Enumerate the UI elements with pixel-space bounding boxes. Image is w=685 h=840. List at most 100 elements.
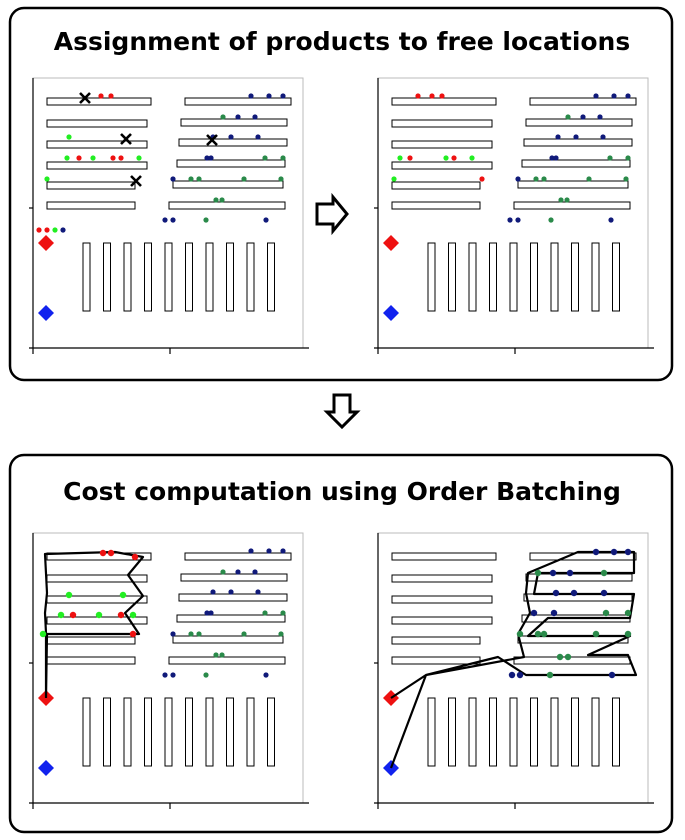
shelf-right <box>176 614 286 623</box>
product-dot <box>507 217 513 223</box>
product-dot <box>625 155 631 161</box>
plot-before-reassignment <box>29 77 309 354</box>
aisle-rack <box>123 242 132 312</box>
product-dot <box>608 217 614 223</box>
aisle-rack <box>267 697 275 767</box>
shelf-left <box>391 595 493 604</box>
product-dot <box>95 611 103 619</box>
product-dot <box>162 672 168 678</box>
product-dot <box>550 609 558 617</box>
shelf-left <box>46 201 136 210</box>
product-dot <box>515 217 521 223</box>
product-dot <box>443 155 449 161</box>
shelf-left <box>391 119 493 128</box>
product-dot <box>44 227 50 233</box>
product-dot <box>593 93 599 99</box>
product-dot <box>248 548 254 554</box>
aisle-rack <box>205 697 214 767</box>
product-dot <box>580 114 586 120</box>
shelf-right <box>168 656 286 665</box>
plot-route-order-2 <box>374 532 654 809</box>
product-dot <box>607 155 613 161</box>
aisle-rack <box>550 697 559 767</box>
hollow-right-arrow-icon <box>315 192 349 236</box>
aisle-rack <box>123 697 132 767</box>
aisle-rack <box>144 697 152 767</box>
product-dot <box>64 155 70 161</box>
product-dot <box>170 176 176 182</box>
product-dot <box>129 630 137 638</box>
product-dot <box>278 631 284 637</box>
red-diamond-icon <box>38 235 54 251</box>
shelf-right <box>523 138 633 147</box>
product-dot <box>534 569 542 577</box>
blue-diamond-icon <box>38 760 54 776</box>
shelf-right <box>172 180 284 189</box>
shelf-left <box>391 656 481 665</box>
product-dot <box>600 134 606 140</box>
product-dot <box>255 134 261 140</box>
shelf-right <box>184 97 292 106</box>
product-dot <box>219 197 225 203</box>
product-dot <box>204 155 210 161</box>
product-dot <box>60 227 66 233</box>
product-dot <box>241 631 247 637</box>
aisle-rack <box>571 697 579 767</box>
product-dot <box>98 93 104 99</box>
aisle-rack <box>612 697 620 767</box>
x-mark-icon <box>130 175 142 187</box>
aisle-rack <box>509 242 518 312</box>
product-dot <box>407 155 413 161</box>
aisle-rack <box>550 242 559 312</box>
aisle-rack <box>509 697 518 767</box>
product-dot <box>170 631 176 637</box>
product-dot <box>534 630 542 638</box>
shelf-right <box>517 180 629 189</box>
product-dot <box>204 610 210 616</box>
product-dot <box>586 176 592 182</box>
shelf-left <box>46 161 148 170</box>
aisle-rack <box>448 242 456 312</box>
aisle-rack <box>164 697 173 767</box>
product-dot <box>255 589 261 595</box>
product-dot <box>252 569 258 575</box>
product-dot <box>556 653 564 661</box>
product-dot <box>391 176 397 182</box>
aisle-rack <box>571 242 579 312</box>
product-dot <box>52 227 58 233</box>
product-dot <box>602 609 610 617</box>
product-dot <box>170 672 176 678</box>
product-dot <box>451 155 457 161</box>
product-dot <box>57 611 65 619</box>
product-dot <box>516 671 524 679</box>
aisle-rack <box>185 697 193 767</box>
product-dot <box>570 589 578 597</box>
product-dot <box>136 155 142 161</box>
product-dot <box>540 630 548 638</box>
shelf-right <box>525 118 633 127</box>
shelf-left <box>391 181 481 190</box>
top-panel-title: Assignment of products to free locations <box>54 27 631 56</box>
product-dot <box>213 197 219 203</box>
product-dot <box>170 217 176 223</box>
product-dot <box>552 589 560 597</box>
aisle-rack <box>185 242 193 312</box>
aisle-rack <box>468 242 477 312</box>
product-dot <box>564 197 570 203</box>
shelf-right <box>180 573 288 582</box>
product-dot <box>213 652 219 658</box>
shelf-right <box>521 159 631 168</box>
product-dot <box>280 93 286 99</box>
product-dot <box>162 217 168 223</box>
plot-route-order-1 <box>29 532 309 809</box>
product-dot <box>66 134 72 140</box>
product-dot <box>235 569 241 575</box>
shelf-left <box>391 552 497 561</box>
product-dot <box>610 548 618 556</box>
picking-route <box>43 550 145 699</box>
aisle-rack <box>612 242 620 312</box>
shelf-right <box>525 573 633 582</box>
product-dot <box>129 611 137 619</box>
product-dot <box>235 114 241 120</box>
